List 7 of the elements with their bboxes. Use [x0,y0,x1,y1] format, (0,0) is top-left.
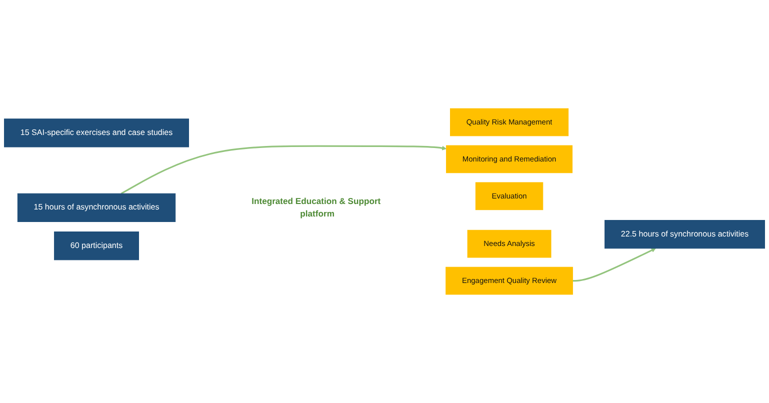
arrow [572,248,656,282]
node-box: 15 SAI-specific exercises and case studies [4,118,190,148]
node-box: 22.5 hours of synchronous activities [604,220,765,249]
node-text: Integrated Education & Support platform [252,196,381,219]
node-box: 15 hours of asynchronous activities [17,193,176,222]
arrow [120,145,447,194]
node-box: 60 participants [54,232,139,260]
